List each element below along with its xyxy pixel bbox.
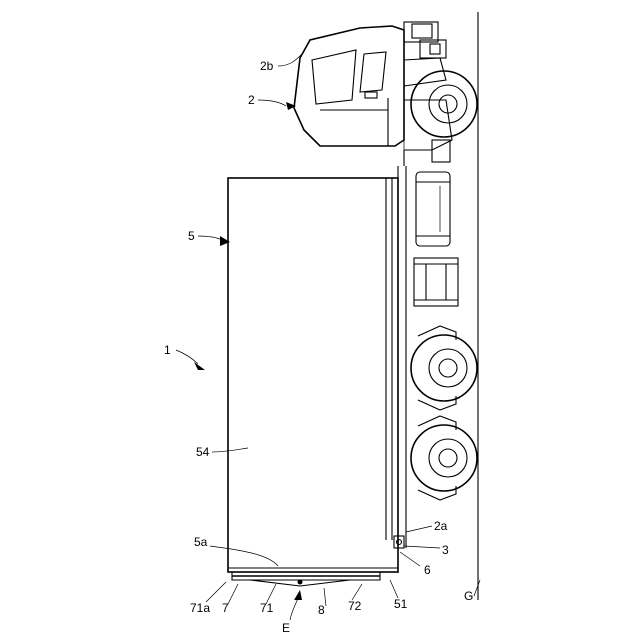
tailgate (232, 572, 380, 586)
label-gate-edge: 71a (190, 601, 210, 615)
label-cab: 2 (248, 93, 255, 107)
label-body-rear: 5a (194, 535, 208, 549)
label-lock-pin: 6 (424, 563, 431, 577)
chassis-frame (398, 140, 406, 548)
label-gate-frame: 71 (260, 601, 274, 615)
label-rear-pivot: 51 (394, 597, 408, 611)
label-chassis: 2a (434, 519, 448, 533)
label-body-side: 54 (196, 445, 210, 459)
cargo-body (228, 178, 398, 572)
rear-wheel-1 (411, 326, 477, 410)
label-hinge-bracket: 3 (442, 543, 449, 557)
label-seal: 8 (318, 603, 325, 617)
hinge-bracket (394, 536, 404, 548)
label-body: 5 (188, 229, 195, 243)
rear-wheel-2 (411, 416, 477, 500)
battery-box (414, 258, 458, 306)
front-wheel (411, 71, 477, 137)
label-truck: 1 (164, 343, 171, 357)
label-view-arrow: E (282, 621, 290, 635)
label-ground: G (464, 589, 473, 603)
label-cab-window: 2b (260, 59, 274, 73)
fuel-tank (416, 172, 450, 246)
cab (294, 22, 452, 166)
label-gate-rail: 72 (348, 599, 362, 613)
label-tailgate: 7 (222, 601, 229, 615)
